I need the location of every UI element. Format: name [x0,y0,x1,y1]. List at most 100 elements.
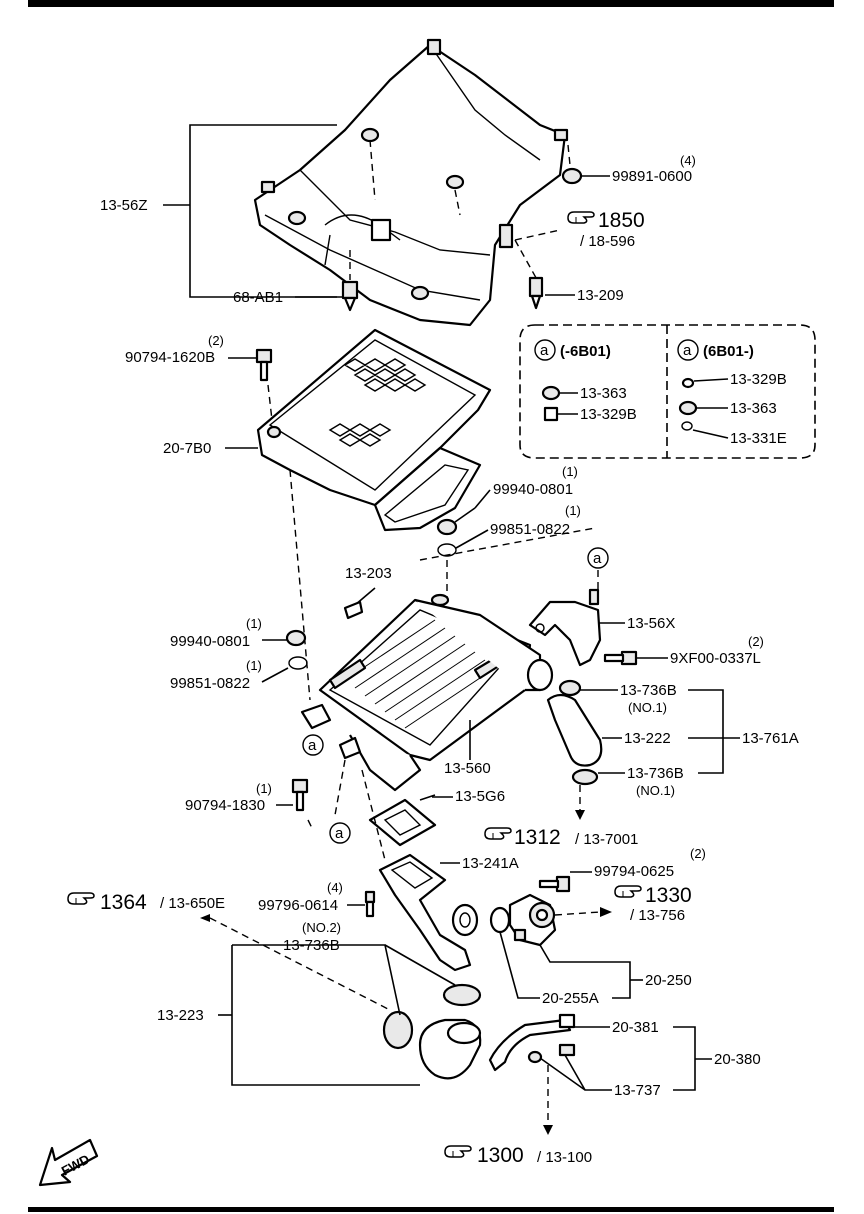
dash-line [454,189,461,216]
bracket-13-56X-drawing [528,588,602,667]
hose-13-222-drawing [546,679,603,786]
callout-a-label: a [308,737,317,754]
bracket-13-761A [688,689,724,774]
circled-a-callout [302,734,324,756]
qty-99794: (2) [690,846,706,861]
cover-20-7B0-drawing [256,328,492,532]
label-13-761A: 13-761A [742,730,799,747]
label-13-241A: 13-241A [462,855,519,872]
washer-icon [288,656,308,670]
ref-13-7001: / 13-7001 [575,831,638,848]
label-13-5G6: 13-5G6 [455,788,505,805]
valve-20-250-drawing [489,893,557,947]
label-13-56X: 13-56X [627,615,675,632]
leader [261,667,289,683]
no2: (NO.2) [302,920,341,935]
leader [232,944,401,1016]
ref-1364: 1364 [100,891,147,914]
dash-line [307,819,313,829]
arrow-head [200,914,210,922]
intercooler-13-560-drawing [318,593,554,792]
arrow-head [600,907,612,917]
label-90794-1620B: 90794-1620B [125,349,215,366]
collar-icon [543,406,559,422]
label-13-56Z: 13-56Z [100,197,148,214]
bolt-icon [291,778,309,812]
inset-left-header: (-6B01) [560,343,611,360]
dash-line [369,139,376,201]
label-9XF00-0337L: 9XF00-0337L [670,650,761,667]
inset-right-header: (6B01-) [703,343,754,360]
pointing-hand-icon [567,211,595,224]
label-13-222: 13-222 [624,730,671,747]
bottom-border [28,1207,834,1212]
clip-13-209-icon [528,276,544,310]
label-99940-0801-a: 99940-0801 [493,481,573,498]
label-13-223: 13-223 [157,1007,204,1024]
ref-13-756: / 13-756 [630,907,685,924]
inset-right-13-331E: 13-331E [730,430,787,447]
hose-20-381-drawing [488,1013,576,1072]
ref-13-650E: / 13-650E [160,895,225,912]
label-99891-0600: 99891-0600 [612,168,692,185]
pointing-hand-icon [444,1145,472,1158]
pointing-hand-icon [67,892,95,905]
clip-68-AB1-icon [341,280,359,312]
ref-18-596: / 18-596 [580,233,635,250]
grommet-icon [678,400,698,416]
stud-icon [364,890,376,918]
dash-line [361,769,386,861]
ref-1850: 1850 [598,209,645,232]
callout-a-label: a [683,342,692,359]
label-20-381: 20-381 [612,1019,659,1036]
qty-90794-1830: (1) [256,781,272,796]
circled-a-callout [534,339,556,361]
no1-b: (NO.1) [636,783,675,798]
callout-a-label: a [335,825,344,842]
leader [499,931,540,999]
bracket-13-223 [231,945,420,1086]
nut-icon [561,167,583,185]
leader [692,429,729,439]
bolt-icon [603,650,638,666]
pointing-hand-icon [484,827,512,840]
bracket-20-380 [673,1026,696,1091]
bracket-20-250 [539,944,631,999]
qty-9XF00: (2) [748,634,764,649]
dash-line [514,229,561,241]
leader [384,944,456,986]
top-border [28,0,834,7]
nut-icon [285,629,307,647]
bracket-foot-icon [338,736,362,760]
ref-13-100: / 13-100 [537,1149,592,1166]
callout-a-label: a [540,342,549,359]
dash-line [554,911,601,916]
ref-1300: 1300 [477,1144,524,1167]
inset-right-13-329B: 13-329B [730,371,787,388]
circled-a-callout [677,339,699,361]
inset-left-13-363: 13-363 [580,385,627,402]
nut-icon [436,518,458,536]
collar-icon [681,377,695,389]
label-99796-0614: 99796-0614 [258,897,338,914]
bolt-icon [255,348,273,382]
qty-99940-b: (1) [246,616,262,631]
hose-13-223-drawing [382,983,482,1080]
ref-1312: 1312 [514,826,561,849]
leader [564,1054,586,1091]
label-13-560: 13-560 [444,760,491,777]
label-13-209: 13-209 [577,287,624,304]
dash-line [267,384,273,421]
pointing-hand-icon [614,885,642,898]
label-99851-0822-b: 99851-0822 [170,675,250,692]
label-99851-0822-a: 99851-0822 [490,521,570,538]
ref-1330: 1330 [645,884,692,907]
label-20-255A: 20-255A [542,990,599,1007]
label-13-736B-b: 13-736B [627,765,684,782]
qty-99891: (4) [680,153,696,168]
dash-line [209,917,391,1011]
dash-line [567,144,571,166]
label-13-736B-a: 13-736B [620,682,677,699]
arrow-head [575,810,585,820]
